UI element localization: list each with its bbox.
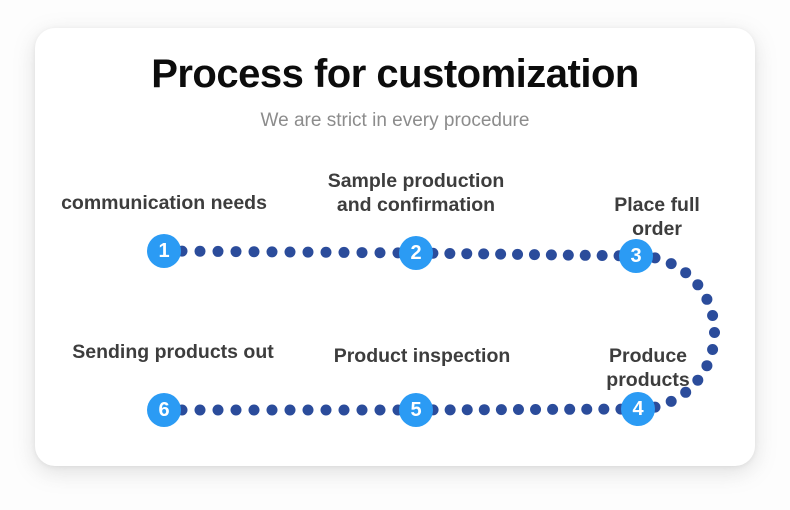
- step-circle-5[interactable]: 5: [399, 393, 433, 427]
- step-label-1: communication needs: [61, 192, 267, 214]
- step-circle-2[interactable]: 2: [399, 236, 433, 270]
- step-label-2: Sample production and confirmation: [327, 170, 505, 216]
- step-circle-4[interactable]: 4: [621, 392, 655, 426]
- step-label-3: Place full order: [614, 194, 700, 240]
- step-circle-3[interactable]: 3: [619, 239, 653, 273]
- step-circle-6[interactable]: 6: [147, 393, 181, 427]
- step-label-6: Sending products out: [72, 341, 274, 363]
- step-circle-1[interactable]: 1: [147, 234, 181, 268]
- step-label-4: Produce products: [606, 345, 690, 391]
- step-label-5: Product inspection: [333, 345, 511, 367]
- page-subtitle: We are strict in every procedure: [260, 110, 530, 131]
- page-title: Process for customization: [151, 52, 639, 96]
